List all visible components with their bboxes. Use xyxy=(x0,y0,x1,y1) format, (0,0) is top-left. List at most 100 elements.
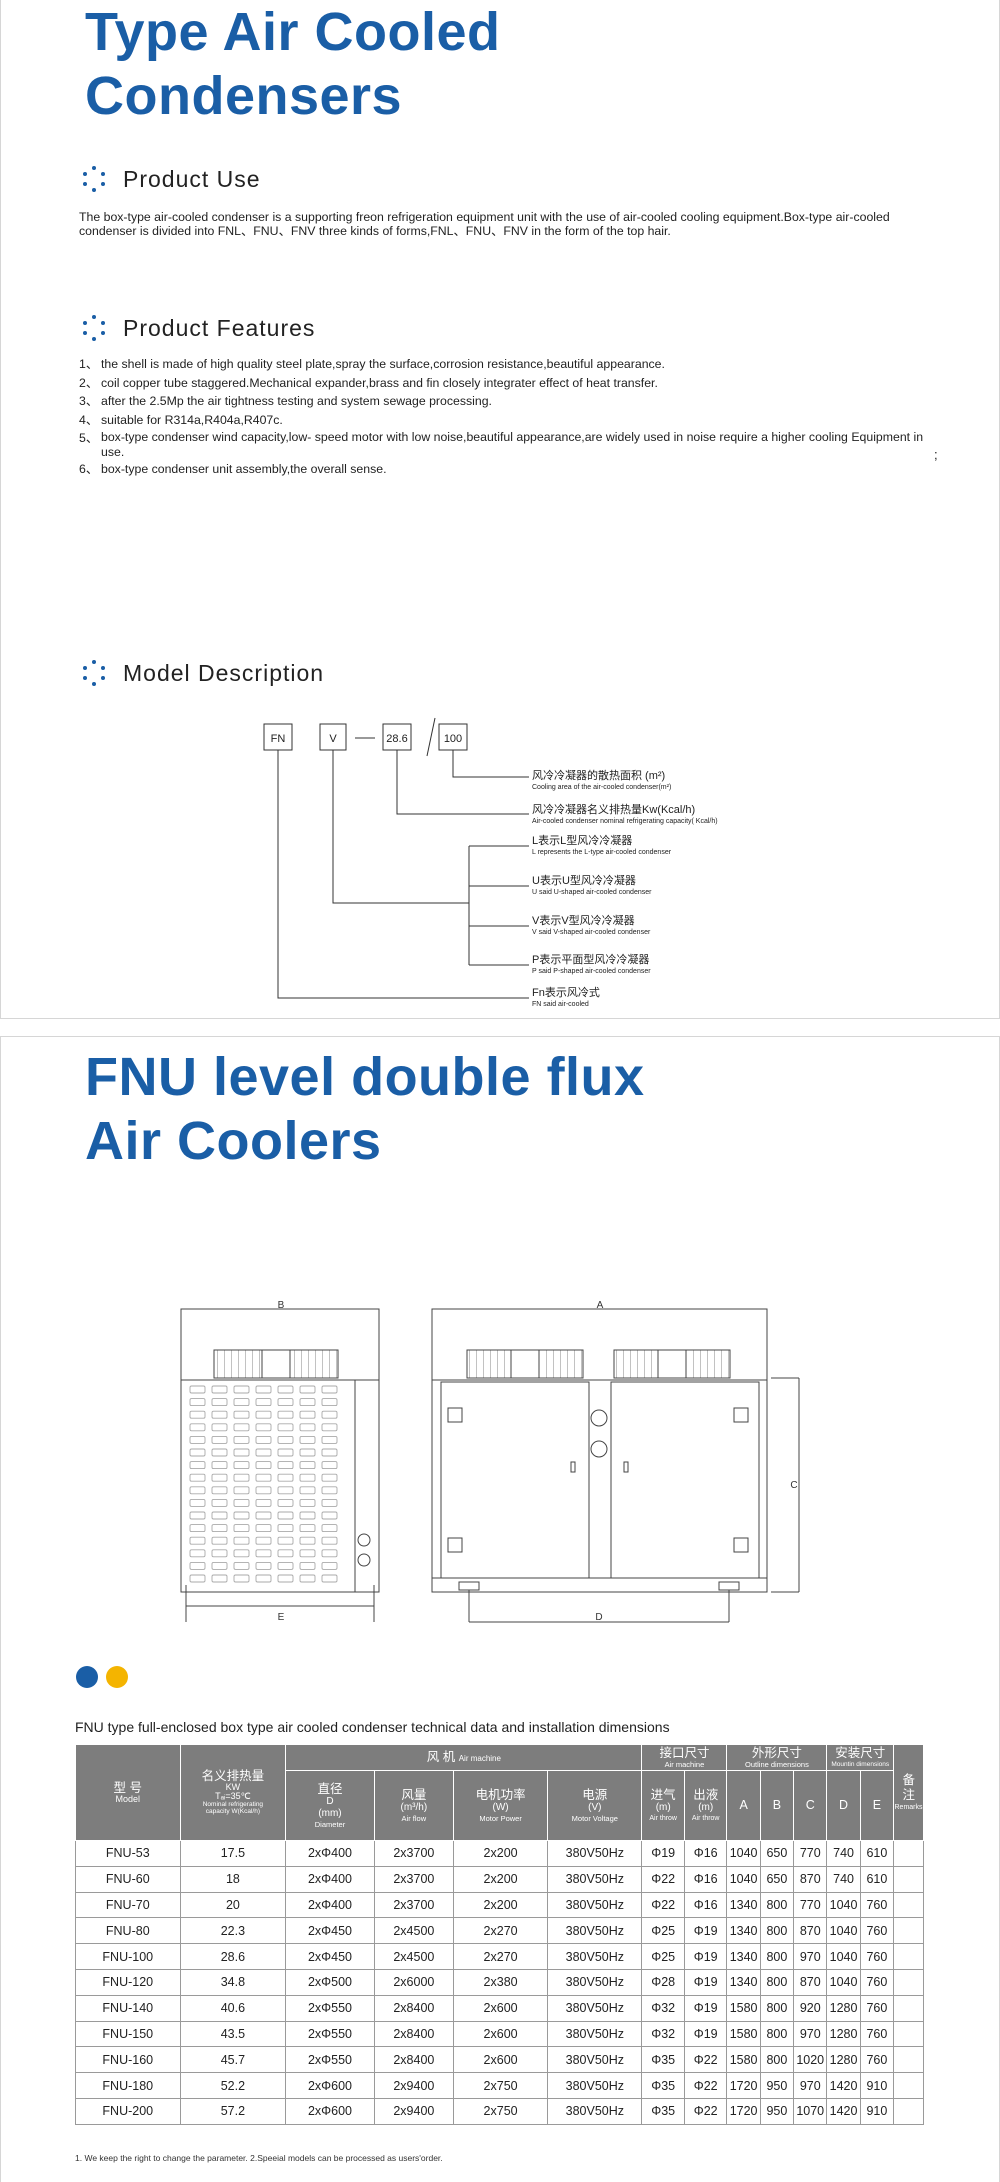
table-cell: 43.5 xyxy=(179,2020,287,2048)
table-cell: 870 xyxy=(793,1968,828,1996)
table-cell: Φ19 xyxy=(683,1943,728,1970)
table-cell: 2xΦ400 xyxy=(285,1891,375,1919)
coil-cell xyxy=(255,1511,272,1520)
coil-cell xyxy=(277,1536,294,1545)
table-cell: 1340 xyxy=(726,1917,761,1945)
coil-cell xyxy=(321,1536,338,1545)
coil-cell xyxy=(211,1536,228,1545)
product-features-heading: Product Features xyxy=(79,313,315,343)
table-cell: 1280 xyxy=(826,2046,861,2074)
table-cell: Φ35 xyxy=(641,2072,685,2099)
coil-cell xyxy=(299,1398,316,1407)
table-cell: 650 xyxy=(759,1840,795,1867)
table-cell: 380V50Hz xyxy=(547,1840,643,1867)
table-cell: 970 xyxy=(793,2072,828,2099)
coil-cell xyxy=(255,1486,272,1495)
coil-cell xyxy=(299,1448,316,1457)
list-item: 1、the shell is made of high quality stee… xyxy=(79,357,665,371)
coil-cell xyxy=(277,1486,294,1495)
table-cell xyxy=(893,1865,924,1893)
coil-cell xyxy=(277,1398,294,1407)
legend-cn: V表示V型风冷冷凝器 xyxy=(532,913,635,927)
coil-cell xyxy=(211,1385,228,1394)
table-cell: Φ35 xyxy=(641,2046,685,2074)
coil-cell xyxy=(211,1410,228,1419)
table-cell: 770 xyxy=(793,1840,828,1867)
table-cell: FNU-160 xyxy=(75,2046,181,2074)
coil-cell xyxy=(299,1511,316,1520)
coil-cell xyxy=(211,1561,228,1570)
coil-cell xyxy=(189,1398,206,1407)
coil-cell xyxy=(321,1473,338,1482)
table-cell: Φ22 xyxy=(683,2097,728,2125)
table-cell: 57.2 xyxy=(179,2097,287,2125)
coil-cell xyxy=(277,1435,294,1444)
col-e: E xyxy=(859,1770,895,1841)
coil-cell xyxy=(189,1385,206,1394)
table-cell: 2xΦ450 xyxy=(285,1943,375,1970)
section-title-line2: Air Coolers xyxy=(85,1111,382,1171)
coil-cell xyxy=(233,1448,250,1457)
legend-en: Air-cooled condenser nominal refrigerati… xyxy=(532,818,718,825)
coil-cell xyxy=(255,1473,272,1482)
coil-cell xyxy=(189,1461,206,1470)
list-item: 6、box-type condenser unit assembly,the o… xyxy=(79,462,387,477)
trailing-mark: ; xyxy=(934,447,938,462)
coil-cell xyxy=(189,1511,206,1520)
table-cell: 2x600 xyxy=(452,1994,549,2022)
table-cell: 1040 xyxy=(826,1968,861,1996)
col-d: D xyxy=(826,1770,861,1841)
table-cell: FNU-53 xyxy=(75,1840,181,1867)
section-title-line1: Type Air Cooled xyxy=(85,2,501,62)
table-cell: 950 xyxy=(759,2097,795,2125)
table-cell: 52.2 xyxy=(179,2072,287,2099)
coil-cell xyxy=(277,1549,294,1558)
section-title-line1: FNU level double flux xyxy=(85,1047,645,1107)
coil-cell xyxy=(255,1410,272,1419)
table-cell: 800 xyxy=(759,1994,795,2022)
table-cell: 1720 xyxy=(726,2072,761,2099)
table-cell: 40.6 xyxy=(179,1994,287,2022)
table-cell: 1070 xyxy=(793,2097,828,2125)
coil-cell xyxy=(255,1498,272,1507)
table-cell: 22.3 xyxy=(179,1917,287,1945)
coil-cell xyxy=(233,1398,250,1407)
coil-cell xyxy=(211,1511,228,1520)
coil-cell xyxy=(255,1461,272,1470)
table-cell: FNU-200 xyxy=(75,2097,181,2125)
table-caption: FNU type full-enclosed box type air cool… xyxy=(75,1719,670,1735)
table-cell: Φ25 xyxy=(641,1943,685,1970)
table-cell: 1040 xyxy=(726,1840,761,1867)
coil-cell xyxy=(233,1385,250,1394)
table-cell: Φ22 xyxy=(683,2046,728,2074)
coil-cell xyxy=(233,1536,250,1545)
coil-cell xyxy=(299,1561,316,1570)
table-cell xyxy=(893,1891,924,1919)
table-cell: 1020 xyxy=(793,2046,828,2074)
code-fn: FN xyxy=(271,733,286,745)
table-cell: 1720 xyxy=(726,2097,761,2125)
coil-cell xyxy=(299,1524,316,1533)
table-cell: 2x750 xyxy=(452,2097,549,2125)
table-cell: 910 xyxy=(859,2072,895,2099)
dim-label-c: C xyxy=(790,1480,797,1491)
table-cell xyxy=(893,2072,924,2099)
table-cell: 650 xyxy=(759,1865,795,1893)
table-cell: 1340 xyxy=(726,1943,761,1970)
coil-cell xyxy=(211,1574,228,1583)
coil-cell xyxy=(233,1486,250,1495)
table-cell: Φ25 xyxy=(641,1917,685,1945)
coil-cell xyxy=(211,1398,228,1407)
coil-cell xyxy=(321,1549,338,1558)
table-cell: 1420 xyxy=(826,2072,861,2099)
table-cell: 2x200 xyxy=(452,1840,549,1867)
table-cell: 2x270 xyxy=(452,1917,549,1945)
table-cell: 760 xyxy=(859,1943,895,1970)
table-cell xyxy=(893,1994,924,2022)
